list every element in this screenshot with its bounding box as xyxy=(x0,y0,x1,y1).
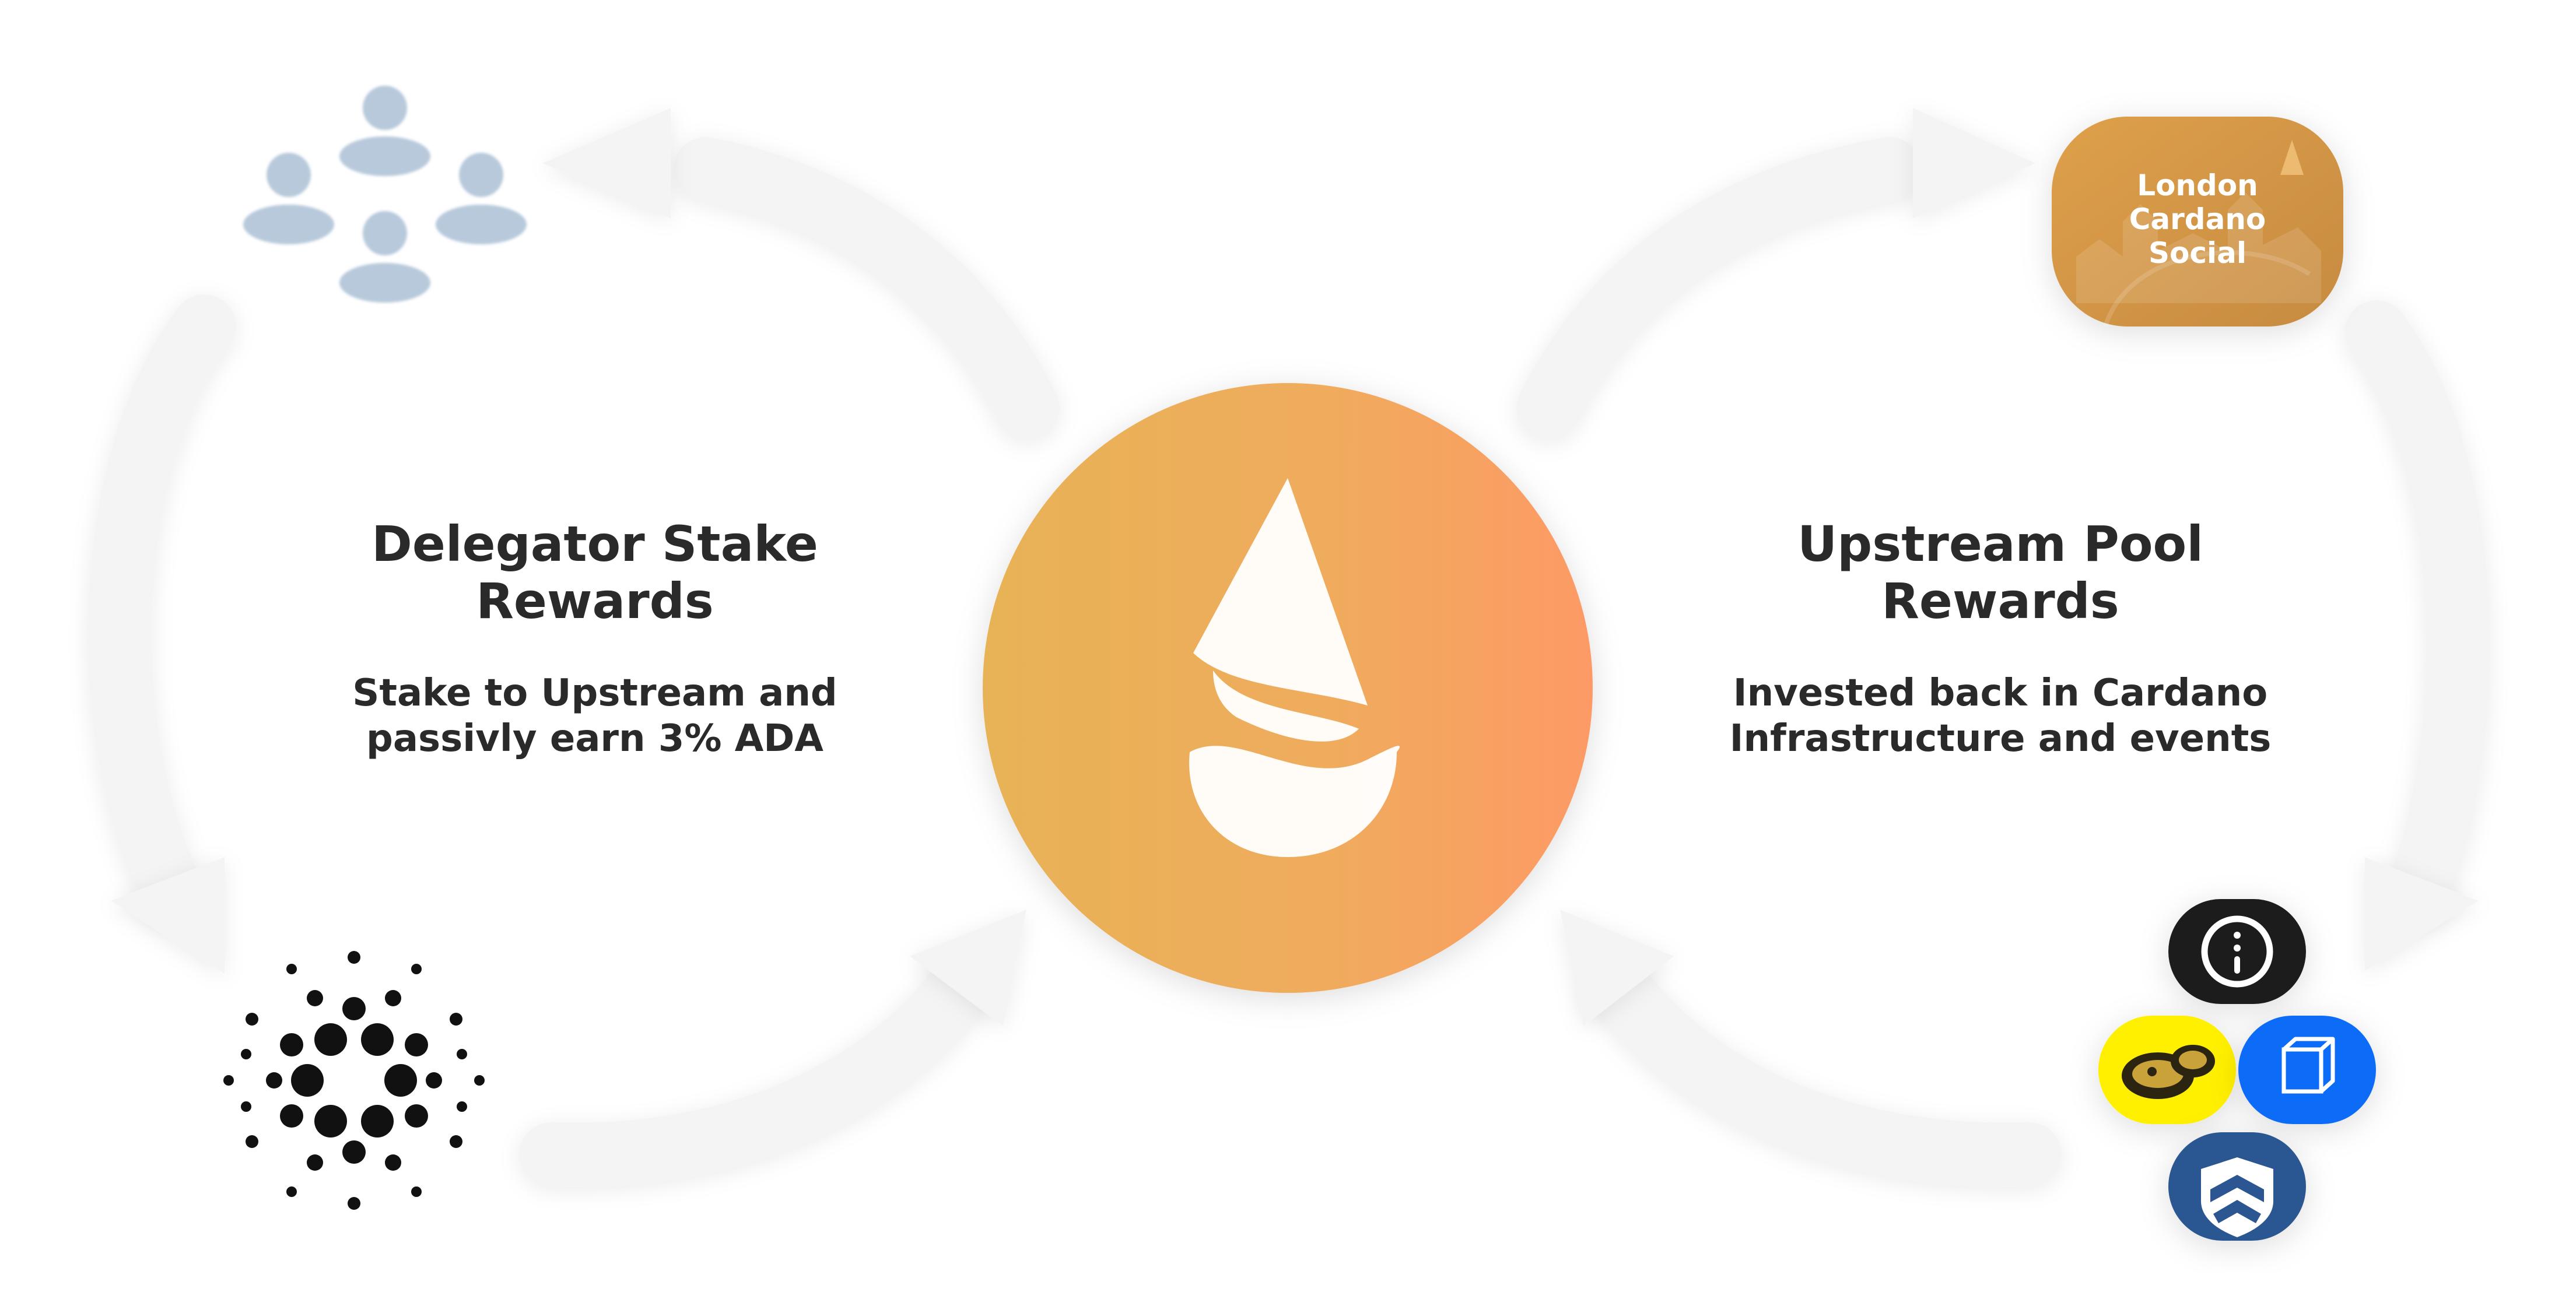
arrow-center-to-delegators xyxy=(674,137,1060,440)
left-title-line2: Rewards xyxy=(476,573,714,630)
left-panel: Delegator Stake Rewards Stake to Upstrea… xyxy=(352,515,837,760)
arrowhead-cardano xyxy=(111,857,225,974)
arrowhead-projects xyxy=(2365,857,2479,971)
london-badge-line1: London xyxy=(2137,168,2258,202)
left-title-line1: Delegator Stake xyxy=(371,515,818,573)
arrow-london-to-projects xyxy=(2344,300,2490,918)
project-logos xyxy=(2098,899,2376,1241)
arrow-delegators-to-cardano xyxy=(87,294,236,918)
upstream-drop-logo-icon xyxy=(983,383,1593,993)
arrow-cardano-to-center xyxy=(519,959,989,1187)
flow-arrows xyxy=(87,137,2490,1187)
arrow-projects-to-center xyxy=(1589,959,2062,1187)
arrowhead-center-left xyxy=(910,910,1026,1026)
left-desc-line1: Stake to Upstream and xyxy=(352,672,837,715)
ice-cube-logo-icon xyxy=(2238,1016,2376,1124)
right-desc-line2: Infrastructure and events xyxy=(1730,717,2272,760)
delegator-group-icon xyxy=(243,86,527,303)
right-desc-line1: Invested back in Cardano xyxy=(1733,672,2268,715)
london-badge-line3: Social xyxy=(2149,236,2246,270)
left-desc-line2: passivly earn 3% ADA xyxy=(366,717,823,760)
right-panel: Upstream Pool Rewards Invested back in C… xyxy=(1730,515,2272,760)
right-title-line1: Upstream Pool xyxy=(1797,515,2203,573)
info-ring-icon xyxy=(2168,899,2306,1004)
cardano-logo-icon xyxy=(223,951,485,1210)
london-cardano-social-badge: London Cardano Social xyxy=(2052,117,2343,328)
arrowhead-center-right xyxy=(1560,910,1674,1026)
arrow-heads xyxy=(111,108,2479,1026)
london-badge-line2: Cardano xyxy=(2129,202,2266,236)
arrowhead-delegators xyxy=(542,108,671,219)
shield-chevron-logo-icon xyxy=(2168,1132,2306,1241)
yellow-snake-logo-icon xyxy=(2098,1016,2236,1124)
arrowhead-london xyxy=(1913,108,2035,219)
right-title-line2: Rewards xyxy=(1881,573,2119,630)
arrow-center-to-london xyxy=(1516,137,1922,440)
